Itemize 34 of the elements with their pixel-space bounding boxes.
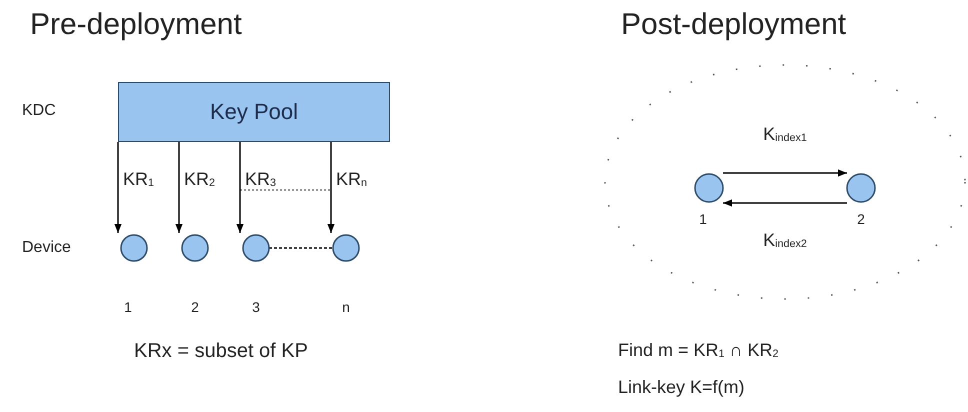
edge-label: K$_{index1}$	[763, 125, 807, 144]
device-number: n	[342, 300, 350, 314]
connector-line	[269, 247, 333, 249]
device-number: 2	[191, 300, 199, 314]
formula-text: KRx = subset of KP	[134, 341, 308, 361]
edge-label: KR$_{2}$	[184, 170, 216, 189]
arrow	[723, 199, 847, 207]
section-title: Post-deployment	[621, 10, 846, 40]
formula-text: Find m = KR$_{1}$ ∩ KR$_{2}$	[618, 341, 779, 360]
device-circle	[242, 234, 270, 262]
key-pool-box	[118, 82, 390, 142]
arrow	[723, 169, 847, 177]
device-number: 1	[124, 300, 132, 314]
row-label: Device	[22, 240, 71, 256]
row-label: KDC	[22, 103, 56, 119]
arrow	[236, 142, 244, 233]
device-circle	[120, 234, 148, 262]
device-circle	[332, 234, 360, 262]
arrow	[114, 142, 122, 233]
formula-text: Link-key K=f(m)	[618, 378, 745, 396]
device-circle	[846, 173, 876, 203]
device-number: 3	[252, 300, 260, 314]
arrow	[175, 142, 183, 233]
edge-label: KR$_{n}$	[336, 170, 368, 189]
section-title: Pre-deployment	[30, 10, 242, 40]
arrow	[327, 142, 335, 233]
device-circle	[181, 234, 209, 262]
edge-label: KR$_{3}$	[245, 170, 276, 189]
device-number: 1	[699, 212, 707, 226]
device-number: 2	[857, 212, 865, 226]
box-title: Key Pool	[210, 99, 298, 125]
edge-label: K$_{index2}$	[763, 231, 807, 250]
edge-label: KR$_{1}$	[123, 170, 154, 189]
device-circle	[694, 173, 724, 203]
